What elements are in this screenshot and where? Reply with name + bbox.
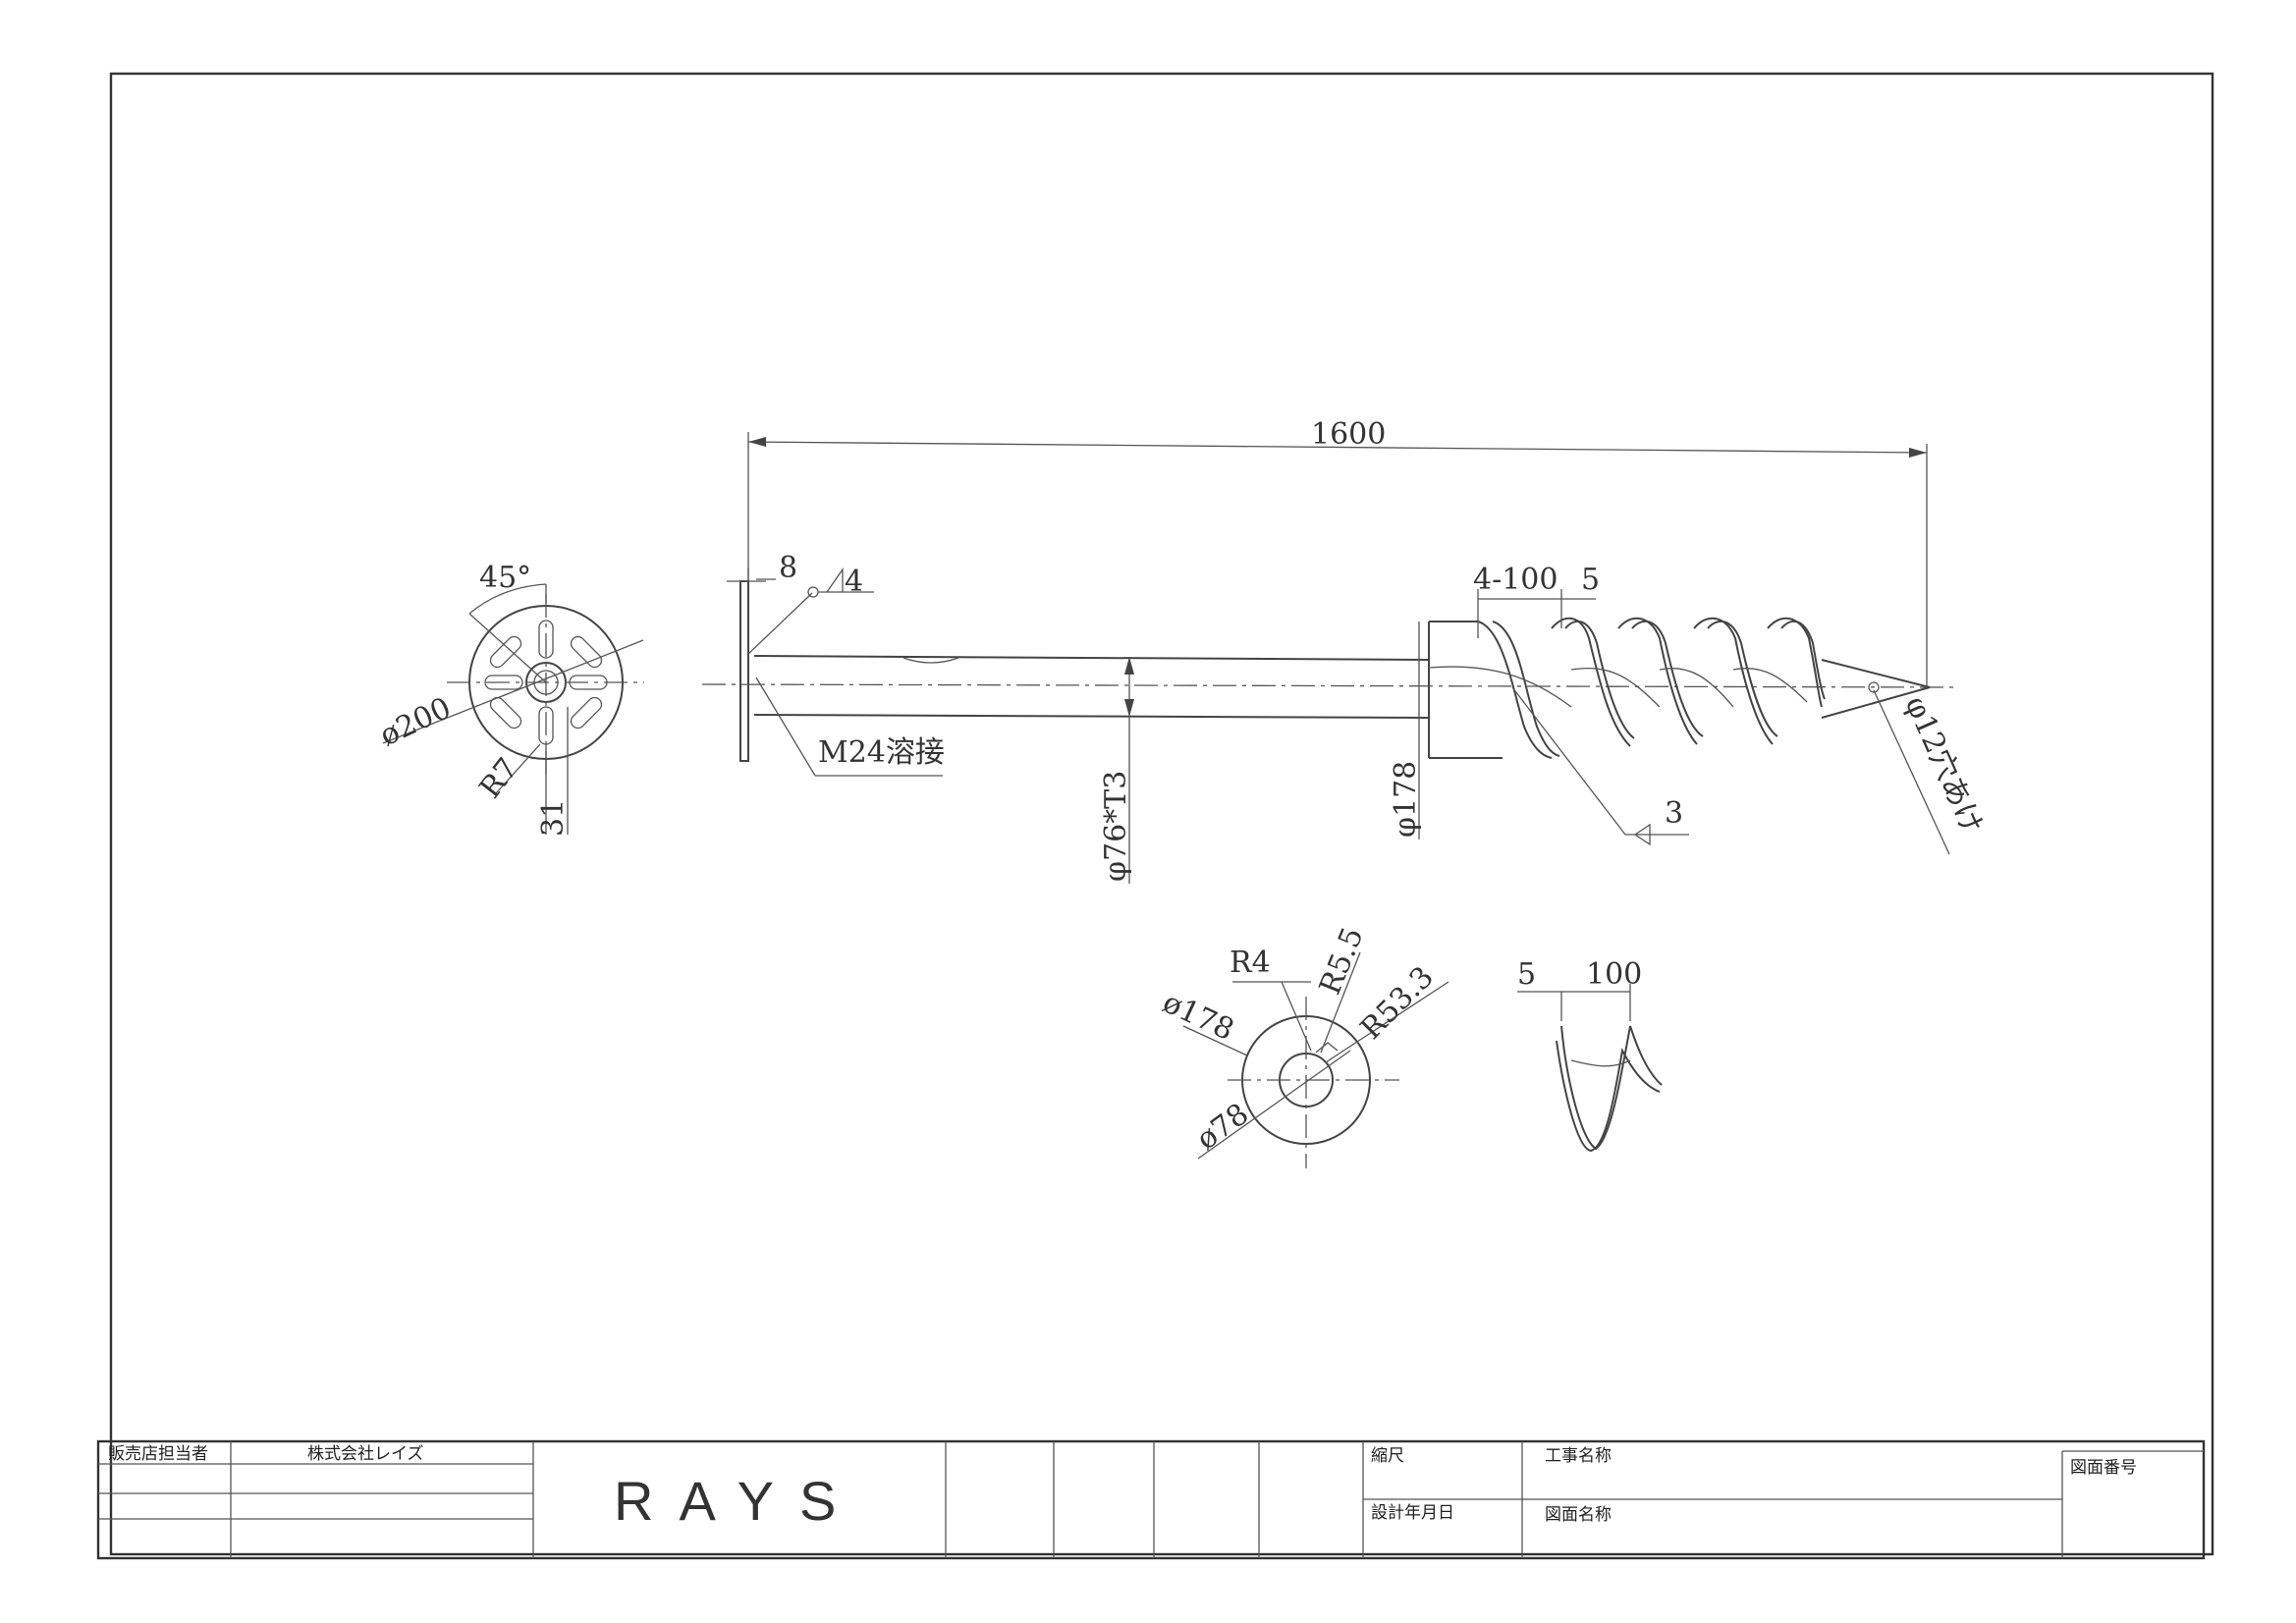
blade-r533-label: R53.3	[1354, 960, 1441, 1047]
drawing-name-label: 図面名称	[1545, 1505, 1612, 1525]
blade-side-profile: 5 100	[1517, 957, 1663, 1153]
side-thickness-label: 5	[1517, 957, 1536, 992]
overall-length-label: 1600	[1311, 417, 1386, 452]
side-pitch-label: 100	[1586, 957, 1642, 992]
dealer-label: 販売店担当者	[108, 1444, 208, 1464]
pipe-size-label: φ76*T3	[1099, 771, 1133, 882]
blade-plan-view: R4 R5.5 R53.3 ø178 ø78	[1158, 923, 1449, 1168]
drawing-frame	[109, 72, 2214, 1556]
flange-slot-radius-label: R7	[473, 752, 525, 805]
blade-outer-dia-label: ø178	[1158, 986, 1239, 1049]
company-name: 株式会社レイズ	[307, 1444, 424, 1464]
flange-view: 45° ø200 R7 31	[375, 561, 644, 837]
drawing-number-label: 図面番号	[2070, 1458, 2137, 1478]
blade-r55-label: R5.5	[1313, 923, 1371, 1000]
tip-hole-label: φ12穴あけ	[1898, 691, 1990, 839]
blade-weld-label: 3	[1665, 796, 1683, 831]
title-block: 販売店担当者 株式会社レイズ RAYS 縮尺 設計年月日 工事名称 図面名称 図…	[96, 1439, 2206, 1560]
blade-r4-label: R4	[1230, 946, 1271, 980]
flange-slot-length-label: 31	[536, 799, 571, 837]
project-name-label: 工事名称	[1545, 1446, 1612, 1466]
plate-thickness-label: 8	[779, 551, 797, 585]
scale-label: 縮尺	[1371, 1446, 1404, 1466]
flange-dia-label: ø200	[375, 691, 457, 754]
pile-side-view: 1600 8 4 M24溶接 φ76*T3 φ178	[701, 417, 1990, 884]
flange-angle-label: 45°	[479, 561, 531, 595]
rays-logo: RAYS	[614, 1470, 861, 1532]
weld-symbol-label: 4	[845, 565, 863, 599]
blade-thickness-label: 5	[1581, 563, 1600, 597]
design-date-label: 設計年月日	[1371, 1503, 1454, 1523]
blade-inner-dia-label: ø78	[1190, 1097, 1255, 1157]
weld-note-label: M24溶接	[818, 735, 945, 770]
blade-dia-label: φ178	[1389, 761, 1423, 838]
pitch-label: 4-100	[1473, 563, 1558, 597]
